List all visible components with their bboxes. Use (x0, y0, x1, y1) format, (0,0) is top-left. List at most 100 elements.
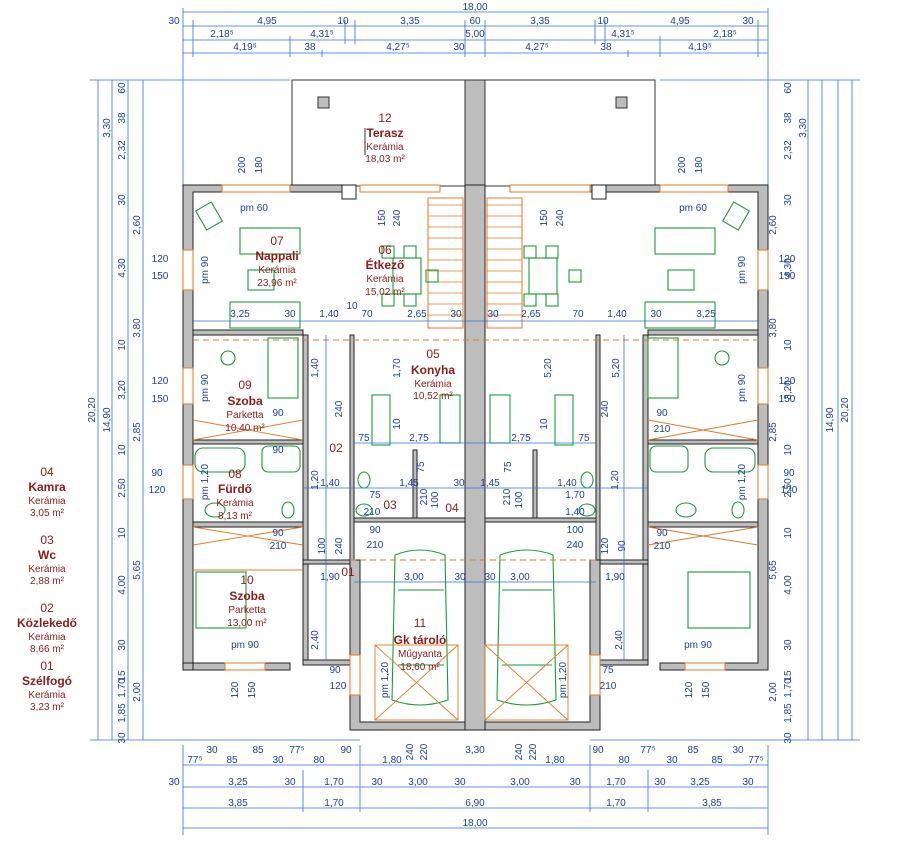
dimension-label: 3,30 (465, 745, 485, 756)
dimension-label: 30 (487, 309, 499, 320)
room-name: Gk tároló (394, 633, 447, 647)
room-name: Terasz (366, 126, 403, 140)
dimension-label: 30 (284, 777, 296, 788)
chair-icon (523, 293, 537, 307)
top-dim: 30 (453, 42, 465, 53)
room-area: 18,60 m² (400, 662, 440, 673)
dimension-label: 75 (602, 665, 614, 676)
dimension-label: 90 (151, 468, 163, 479)
dimension-label: 90 (272, 528, 284, 539)
chair-icon (220, 350, 236, 366)
dimension-label: 2,32 (783, 140, 794, 160)
dimension-label: 75 (358, 433, 370, 444)
room-name: Nappali (255, 249, 298, 263)
top-dim: 4,31⁵ (310, 29, 334, 40)
terrace-column-icon (317, 96, 330, 109)
dimension-label: 60 (783, 82, 794, 94)
dimension-label: 75 (369, 490, 381, 501)
dimension-label: 2,32 (117, 140, 128, 160)
dimension-label: 30 (454, 777, 466, 788)
pm-label: pm 1,20 (200, 463, 211, 500)
dimension-label: 90 (272, 445, 284, 456)
dimension-label: 75 (503, 461, 514, 473)
dimension-label: 2,60 (132, 215, 143, 235)
dimension-label: 2,75 (511, 433, 531, 444)
dimension-label: 30 (454, 572, 466, 583)
room-number: 02 (329, 441, 343, 455)
dimension-label: 1,45 (399, 478, 419, 489)
sink-icon (675, 502, 697, 518)
dimension-label: 80 (618, 755, 630, 766)
dimension-label: 2,65 (521, 309, 541, 320)
dimension-label: 30 (117, 639, 128, 651)
bed-icon (687, 571, 751, 629)
dimension-label: 90 (656, 408, 668, 419)
room-number: 05 (426, 347, 440, 361)
room-name: Étkező (366, 257, 405, 272)
dimension-label: 120 (330, 681, 347, 692)
dimension-label: 2,85 (768, 422, 779, 442)
dimension-label: 30 (666, 755, 678, 766)
dimension-label: 150 (701, 681, 712, 698)
dimension-label: 1,45 (480, 478, 500, 489)
bed-icon (267, 337, 299, 399)
dimension-label: 2,00 (768, 682, 779, 702)
dimension-label: 90 (272, 408, 284, 419)
bottom-dimension-labels: 77⁵3085853077⁵80901,803,301,80908077⁵308… (168, 745, 763, 829)
top-dim: 4,95 (670, 16, 690, 27)
dimension-label: 1,70 (324, 798, 344, 809)
dimension-label: 20,20 (840, 397, 851, 422)
dimension-label: 10 (117, 444, 128, 456)
dimension-label: 220 (528, 743, 539, 760)
legend-material: Kerámia (28, 496, 66, 507)
dimension-label: 3,30 (102, 118, 113, 138)
dimension-label: 30 (783, 194, 794, 206)
room-number: 12 (378, 111, 392, 125)
car-icon (496, 549, 557, 706)
top-dim: 3,35 (530, 16, 550, 27)
dimension-label: 150 (779, 394, 796, 405)
chair-icon (714, 350, 730, 366)
dimension-label: 3,85 (228, 798, 248, 809)
dimension-label: 30 (371, 777, 383, 788)
dimension-label: 75 (416, 461, 427, 473)
bathtub-icon (649, 445, 689, 473)
legend-number: 04 (40, 465, 54, 479)
dimension-label: 30 (484, 572, 496, 583)
legend-area: 3,23 m² (30, 702, 65, 713)
top-dim: 38 (600, 42, 612, 53)
dimension-label: 1,90 (605, 572, 625, 583)
legend-area: 8,66 m² (30, 644, 65, 655)
dimension-label: 200 (237, 156, 248, 173)
room-number: 09 (238, 378, 252, 392)
dimension-label: 3,00 (510, 572, 530, 583)
dimension-label: 100 (430, 491, 441, 508)
dimension-label: 90 (592, 745, 604, 756)
dimension-label: 120 (600, 537, 611, 554)
dimension-label: 240 (514, 743, 525, 760)
dimension-label: 30 (206, 745, 218, 756)
dimension-label: 3,20 (117, 380, 128, 400)
dimension-label: 1,90 (320, 572, 340, 583)
dimension-label: 2,50 (117, 478, 128, 498)
dimension-label: 2,50 (783, 478, 794, 498)
top-dim: 4,27⁵ (386, 42, 410, 53)
dimension-label: 220 (419, 743, 430, 760)
dimension-label: 3,00 (404, 572, 424, 583)
left-dimensions (90, 79, 360, 741)
room-area: 10,52 m² (413, 391, 453, 402)
room-material: Kerámia (366, 274, 404, 285)
dimension-label: 30 (742, 777, 754, 788)
dimension-label: 120 (149, 485, 166, 496)
dimension-label: 4,00 (117, 575, 128, 595)
legend-name: Kamra (28, 480, 66, 494)
dimension-label: 38 (783, 112, 794, 124)
dimension-label: 1,40 (557, 478, 577, 489)
dimension-label: 150 (152, 394, 169, 405)
dimension-label: 210 (654, 424, 671, 435)
dimension-label: 1,80 (545, 755, 565, 766)
dimension-label: 1,40 (607, 309, 627, 320)
chair-icon (403, 293, 417, 307)
pm-label: pm 90 (231, 640, 259, 651)
